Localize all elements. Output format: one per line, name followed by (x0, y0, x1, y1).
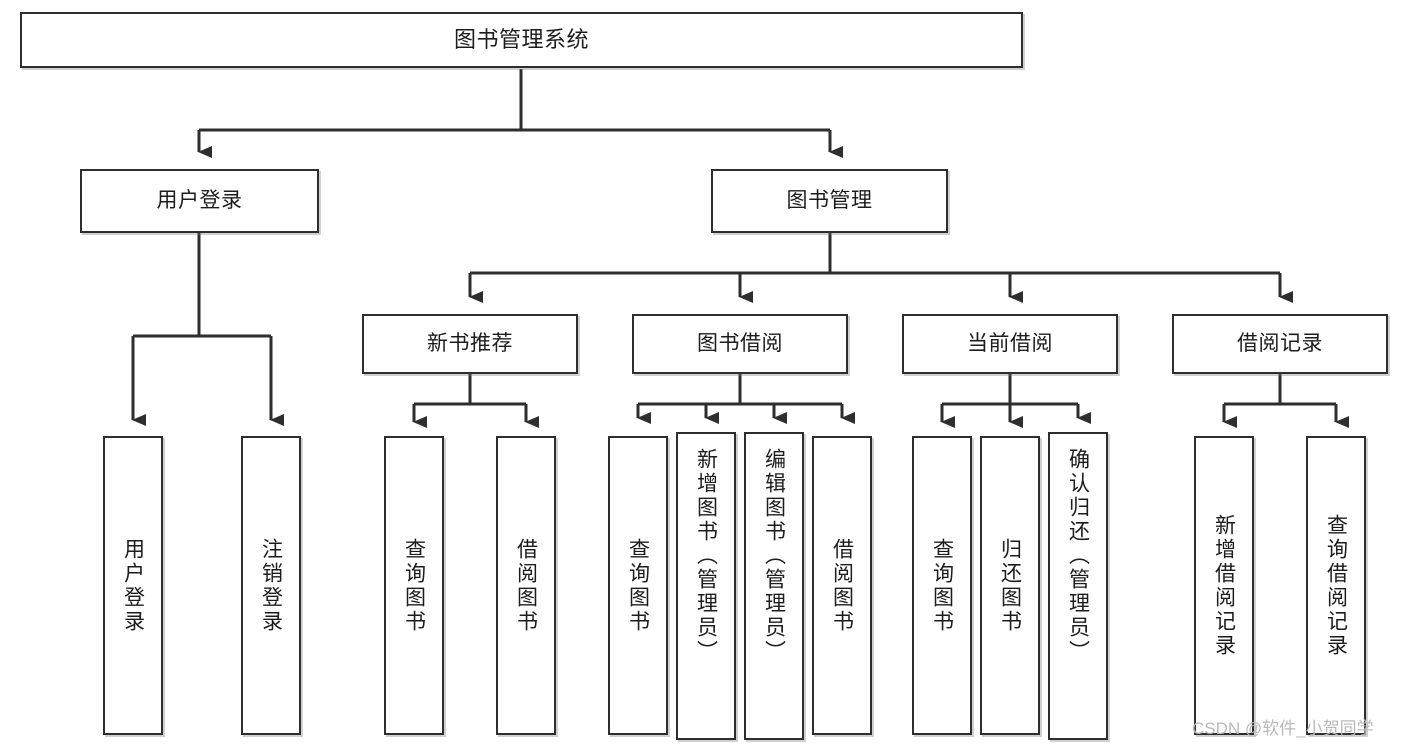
watermark: CSDN @软件_小贺同学 (1192, 719, 1374, 738)
node-label: 查询借阅记录 (1324, 513, 1348, 658)
leaf-user-login-logout[interactable]: 注销登录 (241, 436, 301, 735)
node-label: 编辑图书（管理员） (762, 448, 786, 664)
node-label: 借阅记录 (1237, 332, 1323, 356)
node-label: 归还图书 (998, 537, 1022, 634)
leaf-user-login-login[interactable]: 用户登录 (103, 436, 163, 735)
node-label: 确认归还（管理员） (1066, 448, 1090, 664)
leaf-new-book-query[interactable]: 查询图书 (384, 436, 444, 735)
node-label: 图书管理系统 (453, 26, 589, 52)
node-label: 查询图书 (402, 537, 426, 634)
leaf-book-borrow-query[interactable]: 查询图书 (608, 436, 668, 735)
node-label: 新增图书（管理员） (694, 448, 718, 664)
node-label: 图书借阅 (697, 332, 783, 356)
leaf-current-borrow-confirm-return[interactable]: 确认归还（管理员） (1048, 432, 1108, 740)
leaf-book-borrow-add[interactable]: 新增图书（管理员） (676, 432, 736, 740)
node-new-book-recommend[interactable]: 新书推荐 (362, 314, 578, 374)
node-borrow-record[interactable]: 借阅记录 (1172, 314, 1388, 374)
node-label: 查询图书 (930, 537, 954, 634)
leaf-borrow-record-query[interactable]: 查询借阅记录 (1306, 436, 1366, 735)
node-book-management[interactable]: 图书管理 (711, 169, 948, 233)
node-label: 借阅图书 (830, 537, 854, 634)
node-label: 新增借阅记录 (1212, 513, 1236, 658)
node-user-login[interactable]: 用户登录 (80, 169, 319, 233)
leaf-new-book-borrow[interactable]: 借阅图书 (496, 436, 556, 735)
leaf-current-borrow-query[interactable]: 查询图书 (912, 436, 972, 735)
node-book-borrow[interactable]: 图书借阅 (632, 314, 848, 374)
leaf-current-borrow-return[interactable]: 归还图书 (980, 436, 1040, 735)
node-label: 查询图书 (626, 537, 650, 634)
node-root-system[interactable]: 图书管理系统 (20, 12, 1023, 68)
node-current-borrow[interactable]: 当前借阅 (902, 314, 1118, 374)
leaf-book-borrow-borrow[interactable]: 借阅图书 (812, 436, 872, 735)
node-label: 当前借阅 (967, 332, 1053, 356)
node-label: 图书管理 (786, 189, 873, 213)
node-label: 注销登录 (259, 537, 283, 634)
leaf-book-borrow-edit[interactable]: 编辑图书（管理员） (744, 432, 804, 740)
leaf-borrow-record-add[interactable]: 新增借阅记录 (1194, 436, 1254, 735)
node-label: 用户登录 (156, 189, 243, 213)
node-label: 借阅图书 (514, 537, 538, 634)
node-label: 用户登录 (121, 537, 145, 634)
node-label: 新书推荐 (427, 332, 513, 356)
